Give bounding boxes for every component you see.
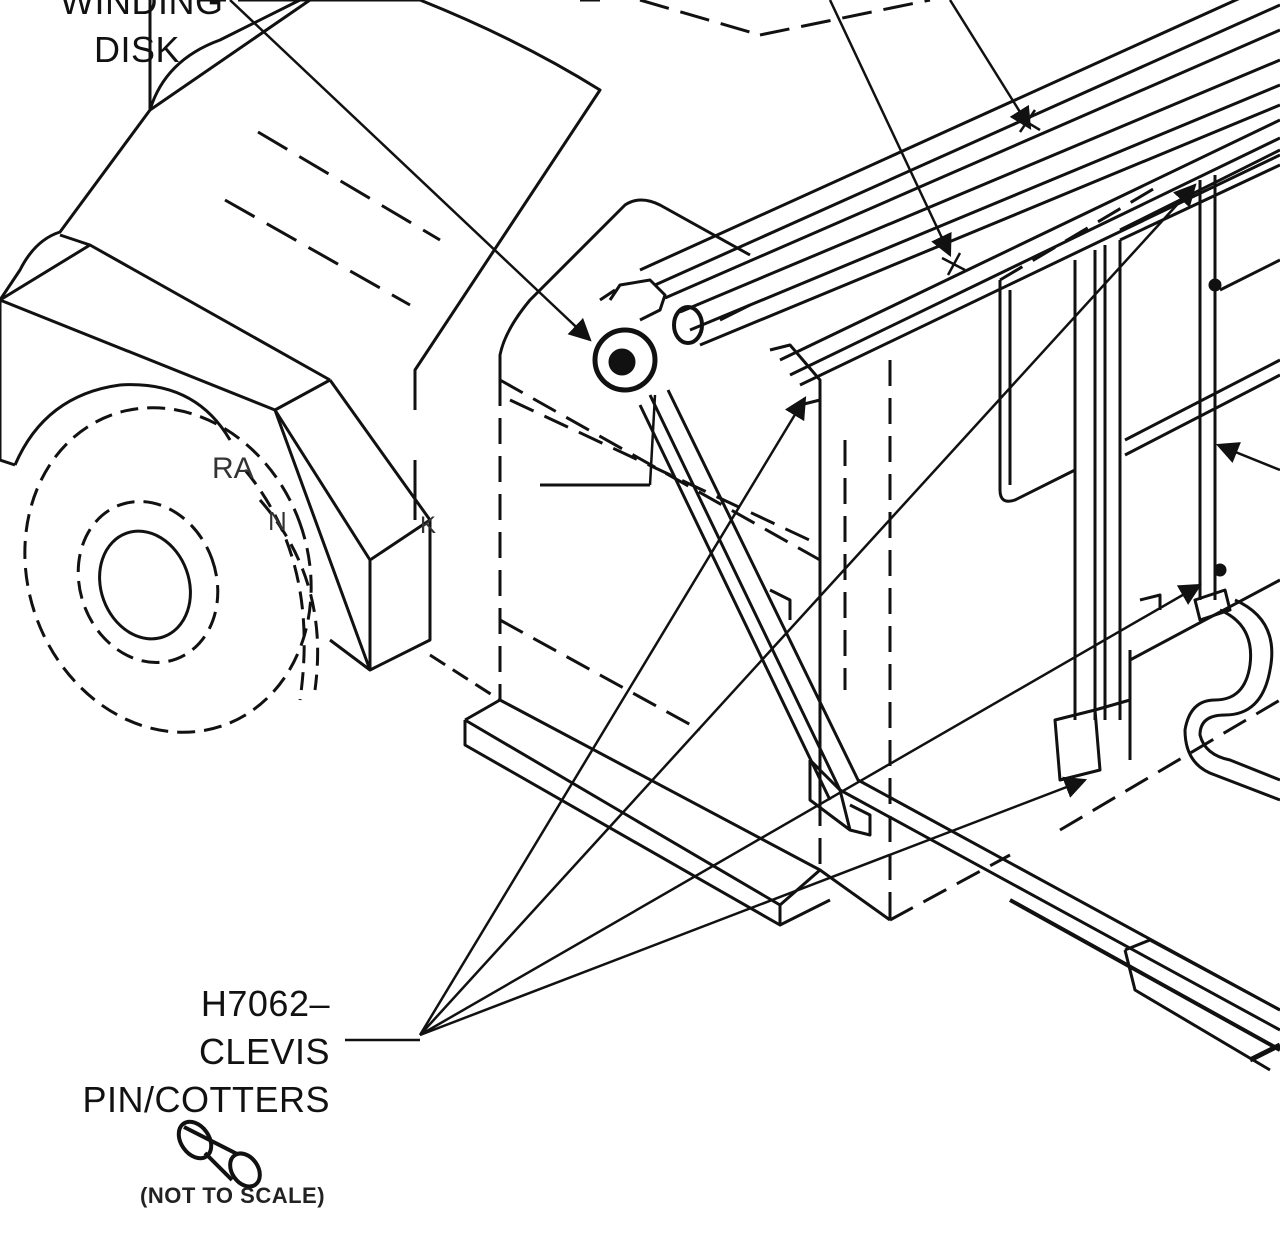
leader-pin-4 — [419, 583, 1202, 1037]
truck-cab — [0, 0, 931, 672]
front-wheel — [23, 406, 501, 734]
leader-pin-2 — [419, 183, 1197, 1036]
leader-upper-b — [948, 0, 1032, 130]
winding-disk-label-line2: DISK — [93, 29, 180, 70]
leader-pin-3 — [419, 776, 1088, 1037]
leader-upper-a — [828, 0, 952, 258]
tarp-arm — [638, 175, 1280, 1072]
leader-side — [1215, 442, 1280, 472]
clevis-pin-label-line1: H7062– — [200, 983, 330, 1024]
winding-disk-label: WINDING DISK — [60, 0, 224, 74]
clevis-pin-label-line2: CLEVIS — [198, 1031, 330, 1072]
tarp-roller-assembly — [592, 0, 1280, 407]
not-to-scale-note: (NOT TO SCALE) — [140, 1183, 326, 1208]
clevis-pin-label-line3: PIN/COTTERS — [82, 1079, 330, 1120]
fragment-text-ra: RA — [212, 452, 254, 485]
leader-lines — [229, 0, 1280, 1042]
winding-disk-label-line1: WINDING — [60, 0, 224, 22]
fragment-text-n: N — [268, 506, 287, 536]
dump-body — [463, 148, 1280, 927]
clevis-pin-label: H7062– CLEVIS PIN/COTTERS — [40, 980, 330, 1124]
leader-pin-1 — [418, 396, 807, 1036]
clevis-pin-icon — [176, 1119, 262, 1189]
leader-disk — [229, 0, 592, 342]
fragment-text-k: K — [420, 512, 437, 539]
